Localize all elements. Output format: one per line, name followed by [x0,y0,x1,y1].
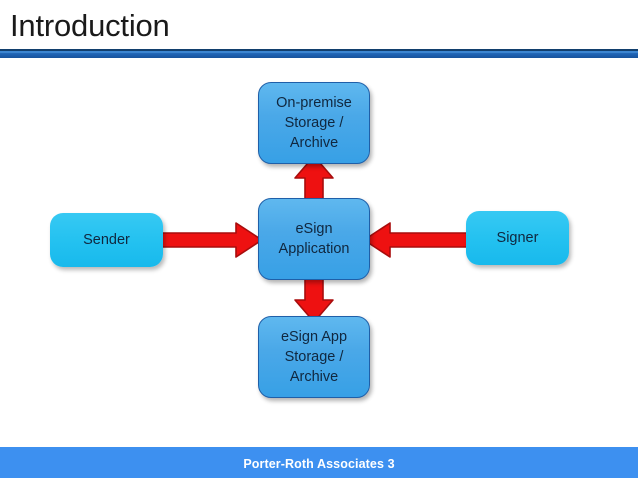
title-divider-rule [0,49,638,51]
footer-text: Porter-Roth Associates 3 [243,457,395,471]
diagram-node-label: eSign Application [278,221,350,257]
diagram-node-label: On-premise Storage / Archive [276,95,352,151]
diagram-node-label: Sender [83,232,130,248]
arrow-sender-to-esign-icon [160,221,264,259]
diagram-node-label: eSign App Storage / Archive [280,329,348,385]
arrow-signer-to-esign-icon [362,221,472,259]
diagram-node-on-premise-storage[interactable]: On-premise Storage / Archive [258,82,370,164]
page-title: Introduction [10,8,170,43]
title-divider-bar [0,51,638,58]
diagram-node-sender[interactable]: Sender [50,213,163,267]
diagram-node-label: Signer [496,230,539,246]
title-divider-highlight [0,51,638,53]
diagram-node-signer[interactable]: Signer [466,211,569,265]
flow-diagram: On-premise Storage / Archive eSign Appli… [0,58,638,447]
footer-bar [0,447,638,478]
diagram-node-esign-app-storage[interactable]: eSign App Storage / Archive [258,316,370,398]
diagram-node-esign-application[interactable]: eSign Application [258,198,370,280]
